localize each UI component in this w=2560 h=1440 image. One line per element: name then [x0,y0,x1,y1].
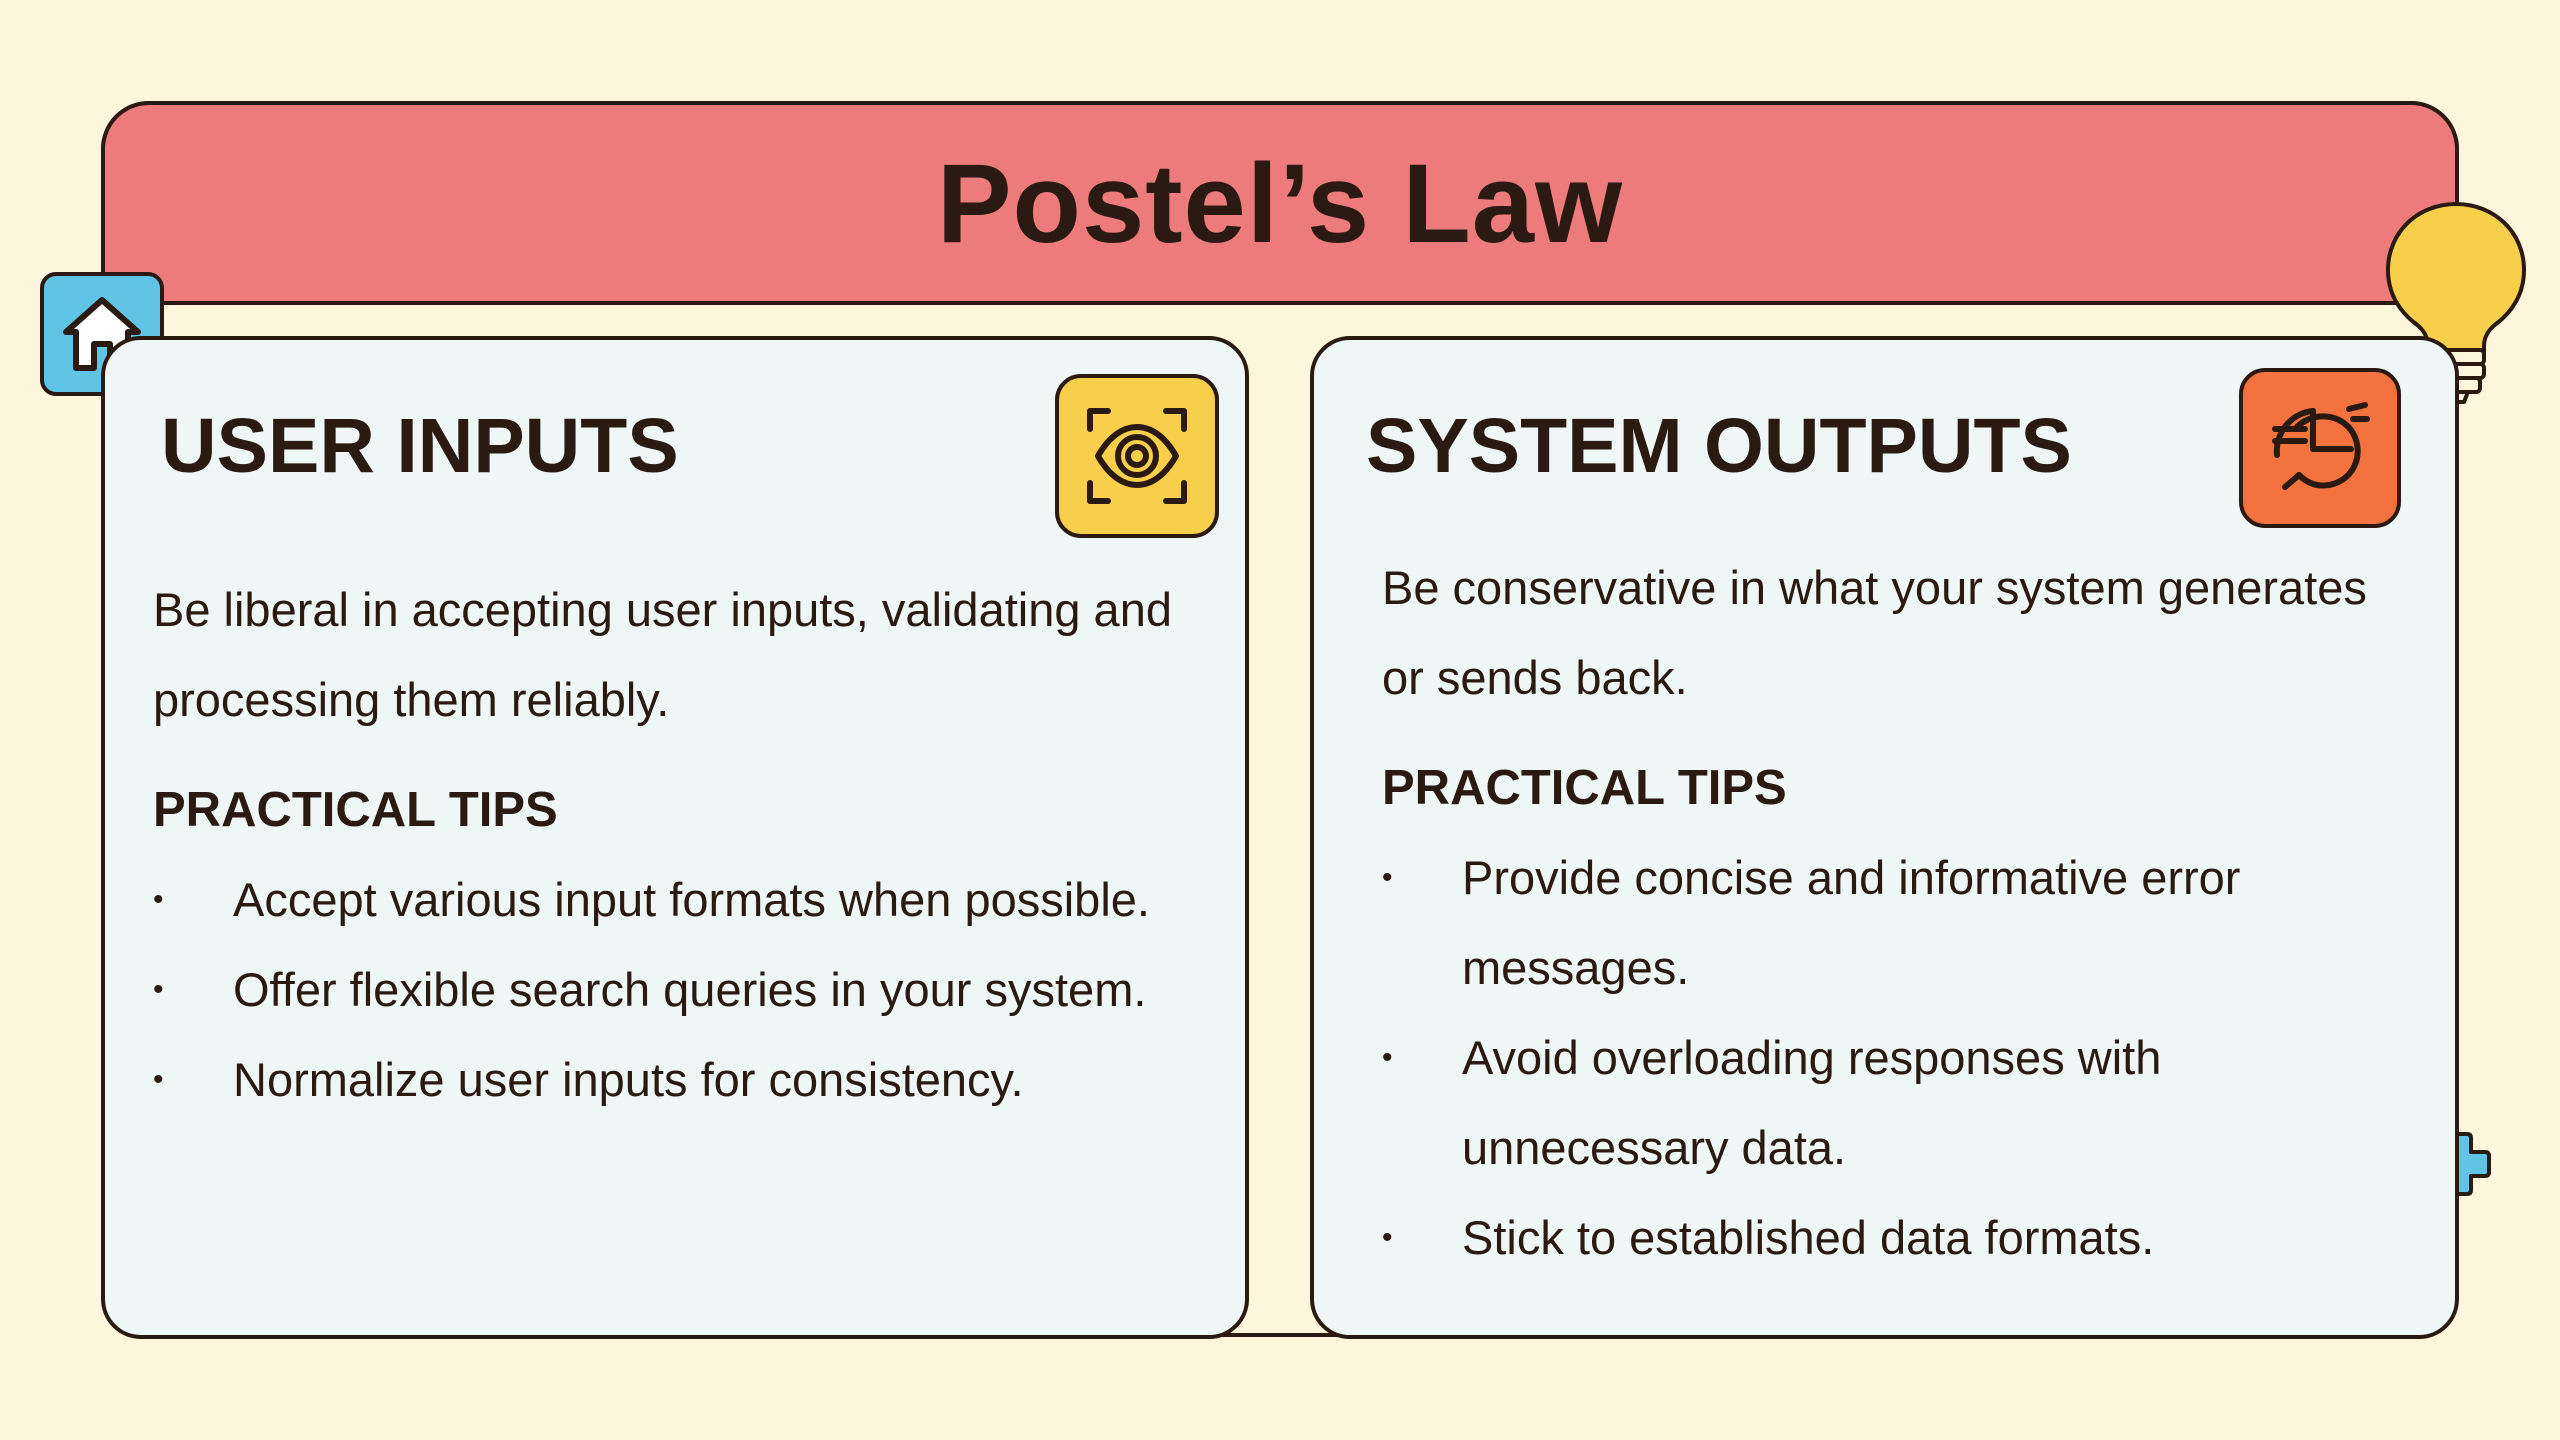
card-heading: SYSTEM OUTPUTS [1366,403,2072,489]
description: Be liberal in accepting user inputs, val… [153,583,1172,726]
tip-text: Offer flexible search queries in your sy… [233,963,1147,1016]
title-banner: Postel’s Law [101,101,2459,305]
tip-text: Accept various input formats when possib… [233,873,1150,926]
tips-list: • Provide concise and informative error … [1382,833,2382,1283]
card-body: Be liberal in accepting user inputs, val… [153,565,1213,1125]
tip-text: Stick to established data formats. [1462,1211,2155,1264]
pie-chart-icon [2272,402,2370,490]
system-outputs-card: SYSTEM OUTPUTS Be conservative in what y… [1310,336,2459,1339]
list-item: • Stick to established data formats. [1382,1193,2382,1283]
bullet: • [1382,1221,1393,1254]
list-item: • Normalize user inputs for consistency. [153,1035,1213,1125]
bullet: • [153,883,164,916]
tip-text: Provide concise and informative error me… [1462,851,2241,994]
card-body: Be conservative in what your system gene… [1382,543,2382,1283]
eye-scan-icon [1087,408,1187,504]
list-item: • Accept various input formats when poss… [153,855,1213,945]
user-inputs-card: USER INPUTS Be liberal in accepting user… [101,336,1249,1339]
tip-text: Normalize user inputs for consistency. [233,1053,1024,1106]
tip-text: Avoid overloading responses with unneces… [1462,1031,2162,1174]
chart-badge [2239,368,2401,528]
card-heading: USER INPUTS [161,403,679,489]
list-item: • Offer flexible search queries in your … [153,945,1213,1035]
eye-badge [1055,374,1219,538]
tips-heading: PRACTICAL TIPS [1382,761,1787,815]
bullet: • [153,973,164,1006]
bullet: • [1382,861,1393,894]
slide-title: Postel’s Law [936,140,1624,266]
list-item: • Provide concise and informative error … [1382,833,2382,1013]
tips-heading: PRACTICAL TIPS [153,783,558,837]
tips-list: • Accept various input formats when poss… [153,855,1213,1125]
bullet: • [1382,1041,1393,1074]
description: Be conservative in what your system gene… [1382,561,2367,704]
bullet: • [153,1063,164,1096]
list-item: • Avoid overloading responses with unnec… [1382,1013,2382,1193]
